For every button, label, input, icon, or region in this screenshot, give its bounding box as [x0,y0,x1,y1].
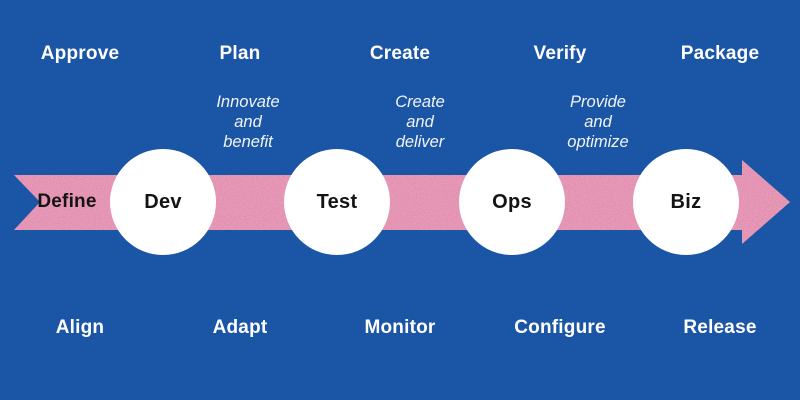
bottom-label-release: Release [683,317,757,338]
sub-label-line: deliver [395,133,445,151]
top-label-verify: Verify [533,43,587,64]
sub-label-line: and [406,113,434,131]
sub-label-provide-and-optimize: Provide and optimize [567,92,628,152]
bottom-label-align: Align [55,317,105,338]
top-label-plan: Plan [219,43,261,64]
stage-circle-dev[interactable]: Dev [110,149,216,255]
stage-label-dev: Dev [144,190,182,213]
sub-label-line: optimize [567,133,629,151]
stage-circle-biz[interactable]: Biz [633,149,739,255]
sub-label-line: Innovate [216,93,280,111]
stage-label-biz: Biz [670,190,702,213]
top-label-approve: Approve [40,43,120,64]
bottom-label-configure: Configure [514,317,606,338]
top-label-package: Package [680,43,760,64]
stage-circle-ops[interactable]: Ops [459,149,565,255]
stage-circle-test[interactable]: Test [284,149,390,255]
sub-label-line: Create [395,93,445,111]
ribbon-label-define: Define [37,191,97,212]
bottom-label-monitor: Monitor [364,317,436,338]
sub-label-create-and-deliver: Create and deliver [395,92,445,152]
bottom-label-adapt: Adapt [212,317,268,338]
sub-label-line: Provide [570,93,626,111]
stage-label-test: Test [316,190,358,213]
sub-label-line: benefit [223,133,273,151]
sub-label-line: and [584,113,612,131]
sub-label-innovate-and-benefit: Innovate and benefit [216,92,279,152]
sub-label-line: and [234,113,262,131]
stage-label-ops: Ops [492,190,532,213]
top-label-row: Approve Plan Create Verify Package [0,42,800,66]
bottom-label-row: Align Adapt Monitor Configure Release [0,316,800,340]
top-label-create: Create [369,43,431,64]
